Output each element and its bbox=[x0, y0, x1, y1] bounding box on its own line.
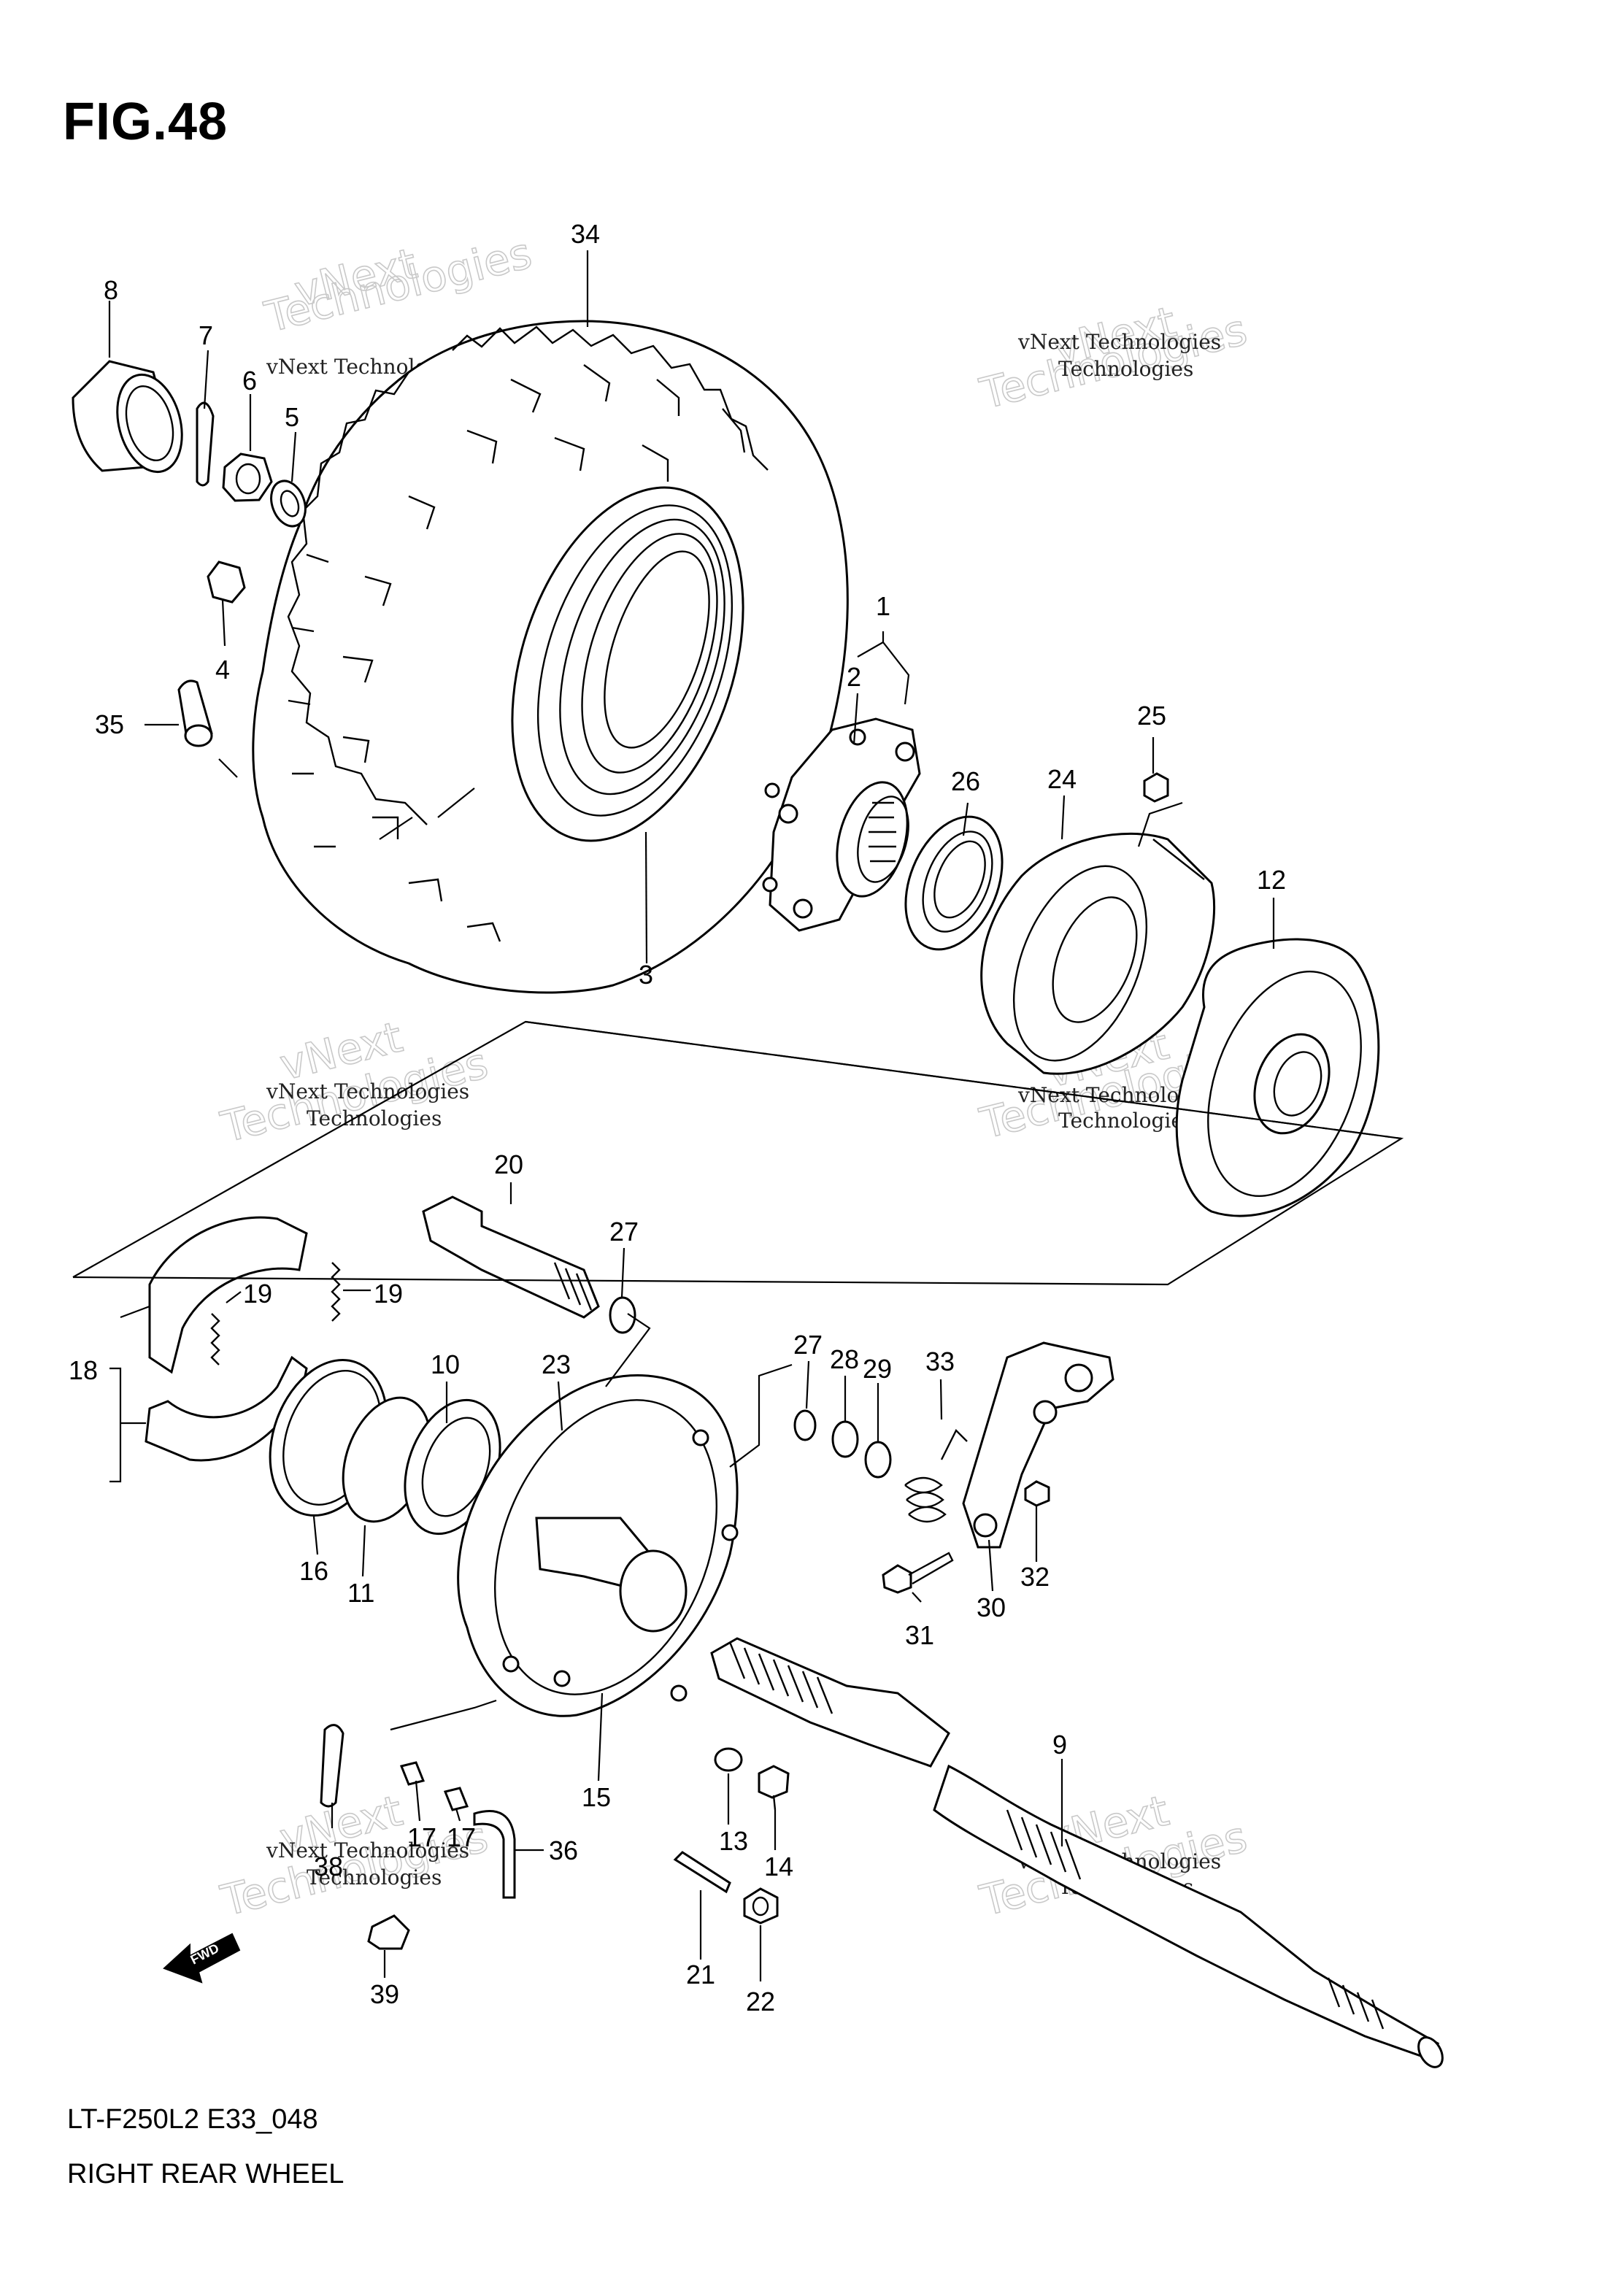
callout-31: 31 bbox=[905, 1620, 934, 1650]
rim-ring-1 bbox=[536, 504, 734, 817]
brake-drum bbox=[1175, 938, 1380, 1217]
watermark-text-2: vNext Technologies bbox=[1017, 330, 1221, 354]
callout-1: 1 bbox=[876, 591, 890, 621]
callout-19-left: 19 bbox=[243, 1279, 272, 1309]
callout-11: 11 bbox=[347, 1578, 374, 1608]
rim-ring-2 bbox=[559, 518, 725, 795]
callout-12: 12 bbox=[1257, 865, 1286, 895]
callout-8: 8 bbox=[104, 275, 118, 305]
figure-title: FIG.48 bbox=[63, 93, 228, 151]
callout-13: 13 bbox=[719, 1826, 748, 1856]
shoe-spring-19-right bbox=[331, 1262, 341, 1322]
callout-15: 15 bbox=[582, 1782, 611, 1812]
callout-33: 33 bbox=[925, 1347, 955, 1376]
callout-26: 26 bbox=[951, 766, 980, 796]
bolt-14 bbox=[758, 1765, 790, 1811]
wheel-cap bbox=[72, 360, 183, 474]
watermark-text-5: vNext Technologies bbox=[266, 1838, 469, 1862]
callout-36: 36 bbox=[549, 1835, 578, 1865]
callout-21: 21 bbox=[686, 1960, 715, 1989]
callout-5: 5 bbox=[285, 402, 299, 432]
callout-14: 14 bbox=[764, 1852, 793, 1881]
hose-36 bbox=[473, 1810, 516, 1899]
rim-ring-3 bbox=[581, 533, 718, 774]
callout-labels: 34 8 7 6 5 4 35 1 2 3 25 26 24 12 20 27 … bbox=[69, 219, 1286, 2016]
watermark-text-4b: Technologies bbox=[1058, 1109, 1193, 1133]
callout-18: 18 bbox=[69, 1355, 98, 1385]
nut-22 bbox=[743, 1887, 779, 1925]
callout-17-left: 17 bbox=[407, 1822, 436, 1852]
o-ring-27-mid bbox=[793, 1409, 817, 1441]
rim-ring-4 bbox=[604, 550, 710, 749]
callout-29: 29 bbox=[863, 1354, 892, 1384]
callout-17-right: 17 bbox=[447, 1822, 476, 1852]
callout-38: 38 bbox=[314, 1852, 343, 1881]
castle-nut bbox=[222, 452, 273, 502]
callout-35: 35 bbox=[95, 709, 124, 739]
shoe-spring-19-left bbox=[210, 1313, 220, 1365]
callout-27-mid: 27 bbox=[793, 1330, 823, 1360]
washer-28 bbox=[831, 1420, 859, 1458]
callout-32: 32 bbox=[1020, 1562, 1050, 1592]
callout-34: 34 bbox=[571, 219, 600, 249]
tread-lugs bbox=[288, 364, 746, 942]
arm-nut bbox=[1024, 1480, 1050, 1507]
fwd-direction-arrow: FWD bbox=[163, 1933, 241, 1984]
leader-lines bbox=[72, 250, 1404, 1981]
callout-28: 28 bbox=[830, 1344, 859, 1374]
callout-23: 23 bbox=[542, 1349, 571, 1379]
callout-6: 6 bbox=[242, 366, 257, 396]
tread-edge bbox=[452, 325, 769, 471]
footer-figure-code: LT-F250L2 E33_048 bbox=[67, 2104, 318, 2135]
brake-arm bbox=[962, 1341, 1114, 1549]
callout-2: 2 bbox=[847, 662, 861, 692]
callout-24: 24 bbox=[1047, 764, 1077, 794]
brake-panel bbox=[457, 1374, 739, 1717]
rear-axle bbox=[710, 1637, 1444, 2068]
callout-25: 25 bbox=[1137, 701, 1166, 731]
callout-19-right: 19 bbox=[374, 1279, 403, 1309]
bolt-25 bbox=[1143, 772, 1169, 803]
arm-bolt bbox=[882, 1552, 954, 1594]
stud-21 bbox=[673, 1851, 731, 1894]
callout-27: 27 bbox=[609, 1217, 639, 1247]
tire-valve bbox=[177, 679, 213, 747]
brake-shoes bbox=[145, 1216, 308, 1462]
callout-22: 22 bbox=[746, 1987, 775, 2016]
wheel-hub bbox=[762, 717, 921, 932]
washer-5 bbox=[270, 479, 307, 528]
cotter-pin bbox=[196, 401, 215, 487]
callout-39: 39 bbox=[370, 1979, 399, 2009]
pin-17-left bbox=[399, 1761, 426, 1786]
brake-drum-cover bbox=[980, 832, 1216, 1075]
callout-9: 9 bbox=[1052, 1730, 1067, 1760]
watermark-text-5b: Technologies bbox=[307, 1865, 442, 1889]
tire-assembly bbox=[252, 320, 849, 994]
brake-camshaft bbox=[422, 1195, 600, 1319]
clip-39 bbox=[367, 1914, 410, 1950]
washer-13 bbox=[714, 1747, 743, 1772]
pin-17-right bbox=[443, 1787, 469, 1811]
callout-20: 20 bbox=[494, 1149, 523, 1179]
callout-3: 3 bbox=[639, 960, 653, 990]
tread-left-edge bbox=[287, 371, 428, 825]
wheel-nut bbox=[207, 560, 246, 604]
callout-4: 4 bbox=[215, 655, 230, 685]
callout-7: 7 bbox=[199, 320, 213, 350]
callout-16: 16 bbox=[299, 1556, 328, 1586]
watermark-text-2b: Technologies bbox=[1058, 357, 1193, 381]
watermark-text-3: vNext Technologies bbox=[266, 1079, 469, 1103]
rim-outer bbox=[511, 486, 744, 842]
footer-figure-name: RIGHT REAR WHEEL bbox=[67, 2159, 344, 2189]
return-spring bbox=[904, 1428, 968, 1523]
breather-38 bbox=[320, 1724, 344, 1808]
callout-30: 30 bbox=[977, 1592, 1006, 1622]
callout-10: 10 bbox=[431, 1349, 460, 1379]
washer-29 bbox=[864, 1441, 892, 1479]
oil-seal-26 bbox=[904, 815, 1004, 951]
watermark-text-3b: Technologies bbox=[307, 1106, 442, 1130]
